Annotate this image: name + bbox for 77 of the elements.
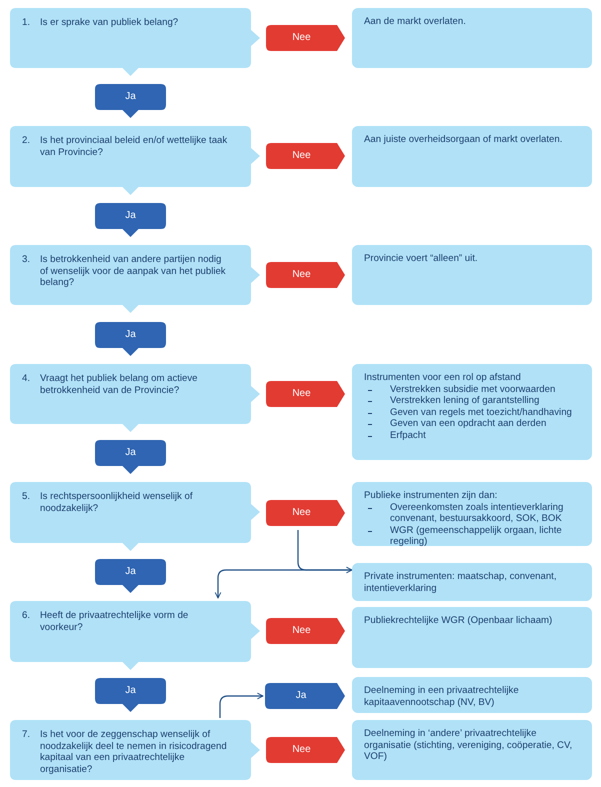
list-item: Erfpacht xyxy=(390,430,426,441)
arrow xyxy=(297,530,352,574)
no-tag xyxy=(266,500,345,526)
no-tag xyxy=(266,262,345,288)
answer-box xyxy=(352,607,592,668)
no-tag xyxy=(266,737,345,763)
answer-box xyxy=(352,720,592,780)
yes-tag xyxy=(95,203,166,237)
question-text: Heeft de privaatrechtelijke vorm de voorkeur? xyxy=(40,610,190,634)
question-text: Is er sprake van publiek belang? xyxy=(40,17,178,29)
question-text: Is rechtspersoonlijkheid wenselijk of noodzakelijk? xyxy=(40,491,194,514)
step-number: 7. xyxy=(22,729,32,742)
answer-box xyxy=(352,563,592,601)
answer-text: Aan de markt overlaten. xyxy=(363,15,467,28)
yes-tag xyxy=(95,84,166,118)
yes-tag xyxy=(265,683,345,709)
list-item: WGR (gemeenschappelijk orgaan, lichte regeling) xyxy=(390,524,562,548)
answer-box xyxy=(352,482,592,546)
step-number: 5. xyxy=(22,491,32,504)
tag-text: Ja xyxy=(124,328,137,342)
question-bubble xyxy=(10,364,260,432)
yes-tag xyxy=(95,440,166,474)
tag-text: Nee xyxy=(291,506,312,520)
tag-text: Ja xyxy=(124,446,137,460)
step-number: 4. xyxy=(22,373,32,386)
question-text: Vraagt het publiek belang om actieve betrokkenheid van de Provincie? xyxy=(40,373,199,396)
step-number: 6. xyxy=(22,610,32,623)
list-item: Geven van een opdracht aan derden xyxy=(390,418,546,430)
question-bubble xyxy=(10,245,260,313)
arrow xyxy=(214,569,352,598)
answer-text: Deelneming in een privaatrechtelijke kapitaavennootschap (NV, BV) xyxy=(363,684,520,708)
step-number: 1. xyxy=(22,17,32,29)
tag-text: Ja xyxy=(124,684,137,698)
list-item: Verstrekken subsidie met voorwaarden xyxy=(390,384,556,395)
step-number: 3. xyxy=(22,254,32,267)
tag-text: Nee xyxy=(291,268,312,282)
question-bubble xyxy=(10,482,260,551)
question-text: Is betrokkenheid van andere partijen nodig of wenselijk voor de aanpak van het publiek belang? xyxy=(40,254,227,289)
question-bubble xyxy=(10,126,260,195)
answer-box xyxy=(352,8,592,68)
tag-text: Ja xyxy=(124,565,137,579)
answer-text: Deelneming in ‘andere’ privaatrechtelijke organisatie (stichting, vereniging, coöperatie, CV, VOF) xyxy=(363,727,574,763)
tag-text: Nee xyxy=(291,743,312,757)
step-number: 2. xyxy=(22,135,32,148)
tag-text: Ja xyxy=(294,689,308,703)
question-text: Is het provinciaal beleid en/of wettelijke taak van Provincie? xyxy=(40,135,228,158)
tag-text: Nee xyxy=(291,31,312,45)
tag-text: Ja xyxy=(124,209,137,223)
arrow xyxy=(219,692,264,718)
answer-text: Provincie voert “alleen” uit. xyxy=(363,252,479,265)
question-bubble xyxy=(10,720,260,780)
answer-text: Aan juiste overheidsorgaan of markt overlaten. xyxy=(363,133,564,146)
yes-tag xyxy=(95,559,166,593)
tag-text: Nee xyxy=(291,624,312,638)
no-tag xyxy=(266,618,345,644)
answer-box xyxy=(352,364,592,460)
tag-text: Ja xyxy=(124,90,137,104)
list-item: Overeenkomsten zoals intentieverklaring convenant, bestuursakkoord, SOK, BOK xyxy=(390,502,564,524)
answer-box xyxy=(352,245,592,305)
question-text: Is het voor de zeggenschap wenselijk of noodzakelijk deel te nemen in risicodragend kapitaal van een privaatrechtelijke organisatie? xyxy=(40,729,228,776)
list-heading: Instrumenten voor een rol op afstand xyxy=(364,372,522,384)
question-bubble xyxy=(10,8,260,76)
list-item: Geven van regels met toezicht/handhaving xyxy=(390,406,572,418)
list-item: Verstrekken lening of garantstelling xyxy=(390,395,540,406)
question-bubble xyxy=(10,601,260,670)
tag-text: Nee xyxy=(291,149,312,163)
list-heading: Publieke instrumenten zijn dan: xyxy=(364,490,498,502)
answer-text: Publiekrechtelijke WGR (Openbaar lichaam) xyxy=(363,614,554,627)
no-tag xyxy=(266,381,345,407)
yes-tag xyxy=(95,322,166,356)
answer-text: Private instrumenten: maatschap, convenant, intentieverklaring xyxy=(363,570,558,594)
no-tag xyxy=(266,25,345,51)
answer-box xyxy=(352,126,592,187)
no-tag xyxy=(266,143,345,169)
tag-text: Nee xyxy=(291,387,312,401)
answer-box xyxy=(352,677,592,713)
yes-tag xyxy=(95,678,166,712)
